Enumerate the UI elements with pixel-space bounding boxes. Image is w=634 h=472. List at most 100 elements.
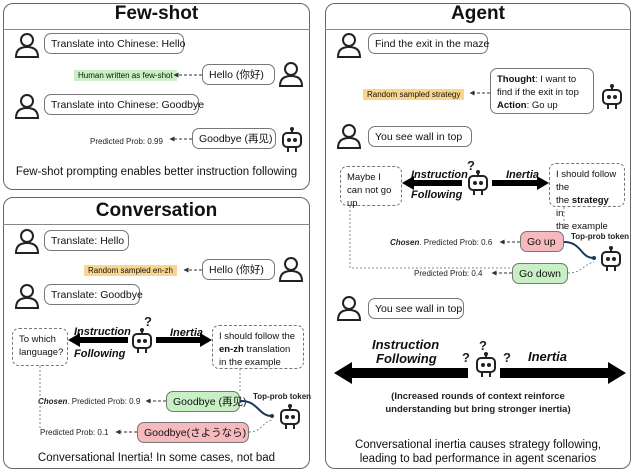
thought-text: in [556, 208, 564, 219]
other-output: Goodbye(さようなら) [137, 422, 249, 443]
instruction-label: Instruction [411, 169, 468, 181]
thought-text: I should follow the [219, 331, 296, 342]
divider [3, 224, 310, 225]
robot-icon [601, 246, 621, 271]
alt-curve [248, 419, 273, 433]
conversation-title: Conversation [95, 200, 218, 221]
thought-bubble-right: I should follow the the strategy in the … [549, 163, 625, 232]
user-message: Translate into Chinese: Goodbye [44, 94, 204, 115]
thought-text: : I want to [534, 74, 577, 85]
divider [325, 29, 631, 30]
question-mark: ? [503, 350, 511, 365]
person-icon [14, 284, 40, 309]
user-message: Translate: Hello [44, 230, 129, 251]
chosen-label: Chosen [38, 397, 68, 406]
agent-thought-box: Thought: I want to find if the exit in t… [490, 68, 594, 114]
question-mark: ? [462, 350, 470, 365]
robot-reply: Hello (你好) [202, 259, 275, 280]
person-icon [14, 229, 40, 254]
action-text: : Go up [526, 100, 558, 111]
robot-reply: Goodbye (再见) [192, 128, 276, 149]
agent-title: Agent [451, 3, 505, 24]
question-mark: ? [479, 338, 487, 353]
question-mark: ? [144, 314, 152, 329]
robot-icon [280, 404, 300, 429]
thought-text: Maybe I can not go up [347, 172, 392, 209]
top-prob-curve [239, 399, 273, 417]
thought-text: find if the exit in top [497, 87, 579, 98]
following-label: Following [74, 348, 126, 360]
divider [3, 29, 310, 30]
person-icon [278, 257, 304, 282]
big-arrow-left [334, 362, 468, 384]
thought-bubble-left: Maybe I can not go up [340, 166, 402, 209]
predicted-prob: Predicted Prob: 0.4 [414, 269, 483, 278]
inertia-label: Inertia [506, 169, 540, 181]
following-label: Following [411, 189, 463, 201]
big-inertia-label: Inertia [528, 349, 568, 364]
question-mark: ? [467, 158, 475, 173]
robot-icon [468, 170, 488, 195]
thought-text: I should follow the [556, 169, 617, 193]
user-message: You see wall in top [368, 298, 464, 319]
arrow-right [492, 176, 549, 190]
thought-bubble-right: I should follow the en-zh translation in… [212, 325, 304, 369]
few-shot-title: Few-shot [114, 3, 199, 24]
human-tag: Human written as few-shot [74, 70, 177, 81]
person-icon [278, 62, 304, 87]
chosen-output: Goodbye (再见) [166, 391, 247, 412]
instruction-label: Instruction [74, 326, 131, 338]
robot-icon [282, 127, 302, 152]
top-prob-curve [563, 241, 595, 259]
prob-text: . Predicted Prob: 0.6 [419, 238, 493, 247]
thought-text: the [556, 195, 572, 206]
arrow-right [156, 333, 212, 347]
inertia-label: Inertia [170, 327, 204, 339]
person-icon [336, 296, 362, 321]
few-shot-caption: Few-shot prompting enables better instru… [15, 166, 298, 178]
big-following-label: Following [376, 351, 437, 366]
chosen-output: Go up [520, 231, 564, 252]
thought-text: in the example [219, 357, 281, 368]
alt-curve [567, 261, 595, 274]
thought-text: translation [246, 344, 291, 355]
top-prob-label: Top-prob token [253, 392, 312, 401]
thought-bold: strategy [571, 195, 609, 206]
agent-caption: leading to bad performance in agent scen… [359, 453, 597, 465]
thought-bold: en-zh [219, 344, 244, 355]
dashed-line [349, 206, 512, 269]
prob-text: . Predicted Prob: 0.9 [67, 397, 141, 406]
robot-icon [476, 352, 496, 377]
agent-caption: Conversational inertia causes strategy f… [354, 439, 602, 451]
robot-icon [132, 328, 152, 353]
arrow-left [68, 333, 128, 347]
person-icon [336, 33, 362, 58]
thought-label: Thought [497, 74, 535, 85]
robot-icon [602, 84, 622, 109]
predicted-prob: Predicted Prob: 0.1 [40, 428, 109, 437]
arrow-left [402, 176, 462, 190]
action-label: Action [497, 100, 527, 111]
user-message: Translate into Chinese: Hello [44, 33, 185, 54]
random-tag: Random sampled strategy [363, 89, 465, 100]
predicted-prob: Predicted Prob: 0.99 [90, 137, 163, 146]
user-message: You see wall in top [368, 126, 472, 147]
other-output: Go down [512, 263, 568, 284]
thought-text: the example [556, 221, 608, 232]
note-line: understanding but bring stronger inertia… [385, 404, 571, 415]
person-icon [336, 124, 362, 149]
thought-text: To which language? [19, 334, 64, 358]
user-message: Translate: Goodbye [44, 284, 143, 305]
chosen-prob: Chosen. Predicted Prob: 0.6 [390, 238, 492, 247]
thought-bubble-left: To which language? [12, 328, 68, 366]
big-instruction-label: Instruction [372, 337, 440, 352]
note-line: (Increased rounds of context reinforce [391, 391, 565, 402]
robot-reply: Hello (你好) [202, 64, 275, 85]
chosen-prob: Chosen. Predicted Prob: 0.9 [38, 397, 140, 406]
person-icon [14, 33, 40, 58]
big-arrow-right [500, 362, 626, 384]
random-tag: Random sampled en-zh [84, 265, 177, 276]
person-icon [14, 94, 40, 119]
chosen-label: Chosen [390, 238, 420, 247]
